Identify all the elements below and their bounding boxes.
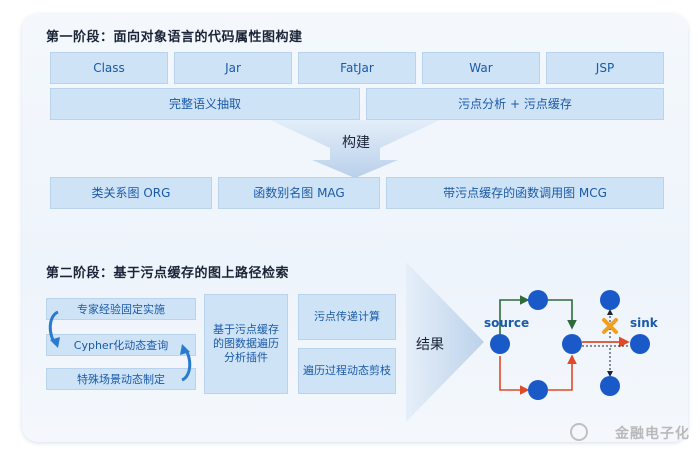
semantic-extraction: 完整语义抽取 — [50, 88, 360, 120]
pruned-cross-icon — [602, 318, 618, 334]
traversal-plugin: 基于污点缓存的图数据遍历分析插件 — [204, 294, 288, 394]
result-label: 结果 — [416, 337, 444, 353]
node-middle — [562, 334, 582, 354]
build-label: 构建 — [342, 135, 370, 151]
stage1-title: 第一阶段：面向对象语言的代码属性图构建 — [46, 30, 303, 45]
input-class: Class — [50, 52, 168, 84]
input-jar: Jar — [174, 52, 292, 84]
special-scenario: 特殊场景动态制定 — [46, 368, 196, 390]
edge-bottom-mid — [548, 354, 577, 391]
node-pruned-top — [600, 290, 620, 310]
edge-source-top — [499, 295, 530, 338]
query-methods: 专家经验固定实施 Cypher化动态查询 特殊场景动态制定 — [46, 294, 198, 396]
cycle-arrow-right — [180, 344, 192, 382]
sink-label: sink — [630, 316, 658, 330]
expert-rules: 专家经验固定实施 — [46, 298, 196, 320]
graph-mcg: 带污点缓存的函数调用图 MCG — [386, 177, 664, 209]
cycle-arrow-left — [48, 310, 60, 348]
node-bottom — [528, 380, 548, 400]
watermark-logo-icon — [570, 423, 588, 441]
taint-propagation: 污点传递计算 — [298, 294, 396, 340]
edge-top-mid — [548, 299, 577, 330]
edge-source-bottom — [499, 356, 530, 395]
graph-org: 类关系图 ORG — [50, 177, 212, 209]
result-arrow — [406, 262, 484, 422]
stage2-title: 第二阶段：基于污点缓存的图上路径检索 — [46, 266, 290, 281]
graph-mag: 函数别名图 MAG — [218, 177, 380, 209]
taint-analysis: 污点分析 + 污点缓存 — [366, 88, 664, 120]
source-label: source — [484, 316, 530, 330]
input-fatjar: FatJar — [298, 52, 416, 84]
input-jsp: JSP — [546, 52, 664, 84]
node-pruned-bottom — [600, 376, 620, 396]
input-war: War — [422, 52, 540, 84]
path-graph — [490, 290, 650, 400]
node-top — [528, 290, 548, 310]
dynamic-pruning: 遍历过程动态剪枝 — [298, 348, 396, 394]
node-source — [490, 334, 510, 354]
node-sink — [630, 334, 650, 354]
cypher-query: Cypher化动态查询 — [46, 334, 196, 356]
watermark: 金融电子化 — [615, 426, 690, 442]
build-arrow — [270, 120, 440, 178]
